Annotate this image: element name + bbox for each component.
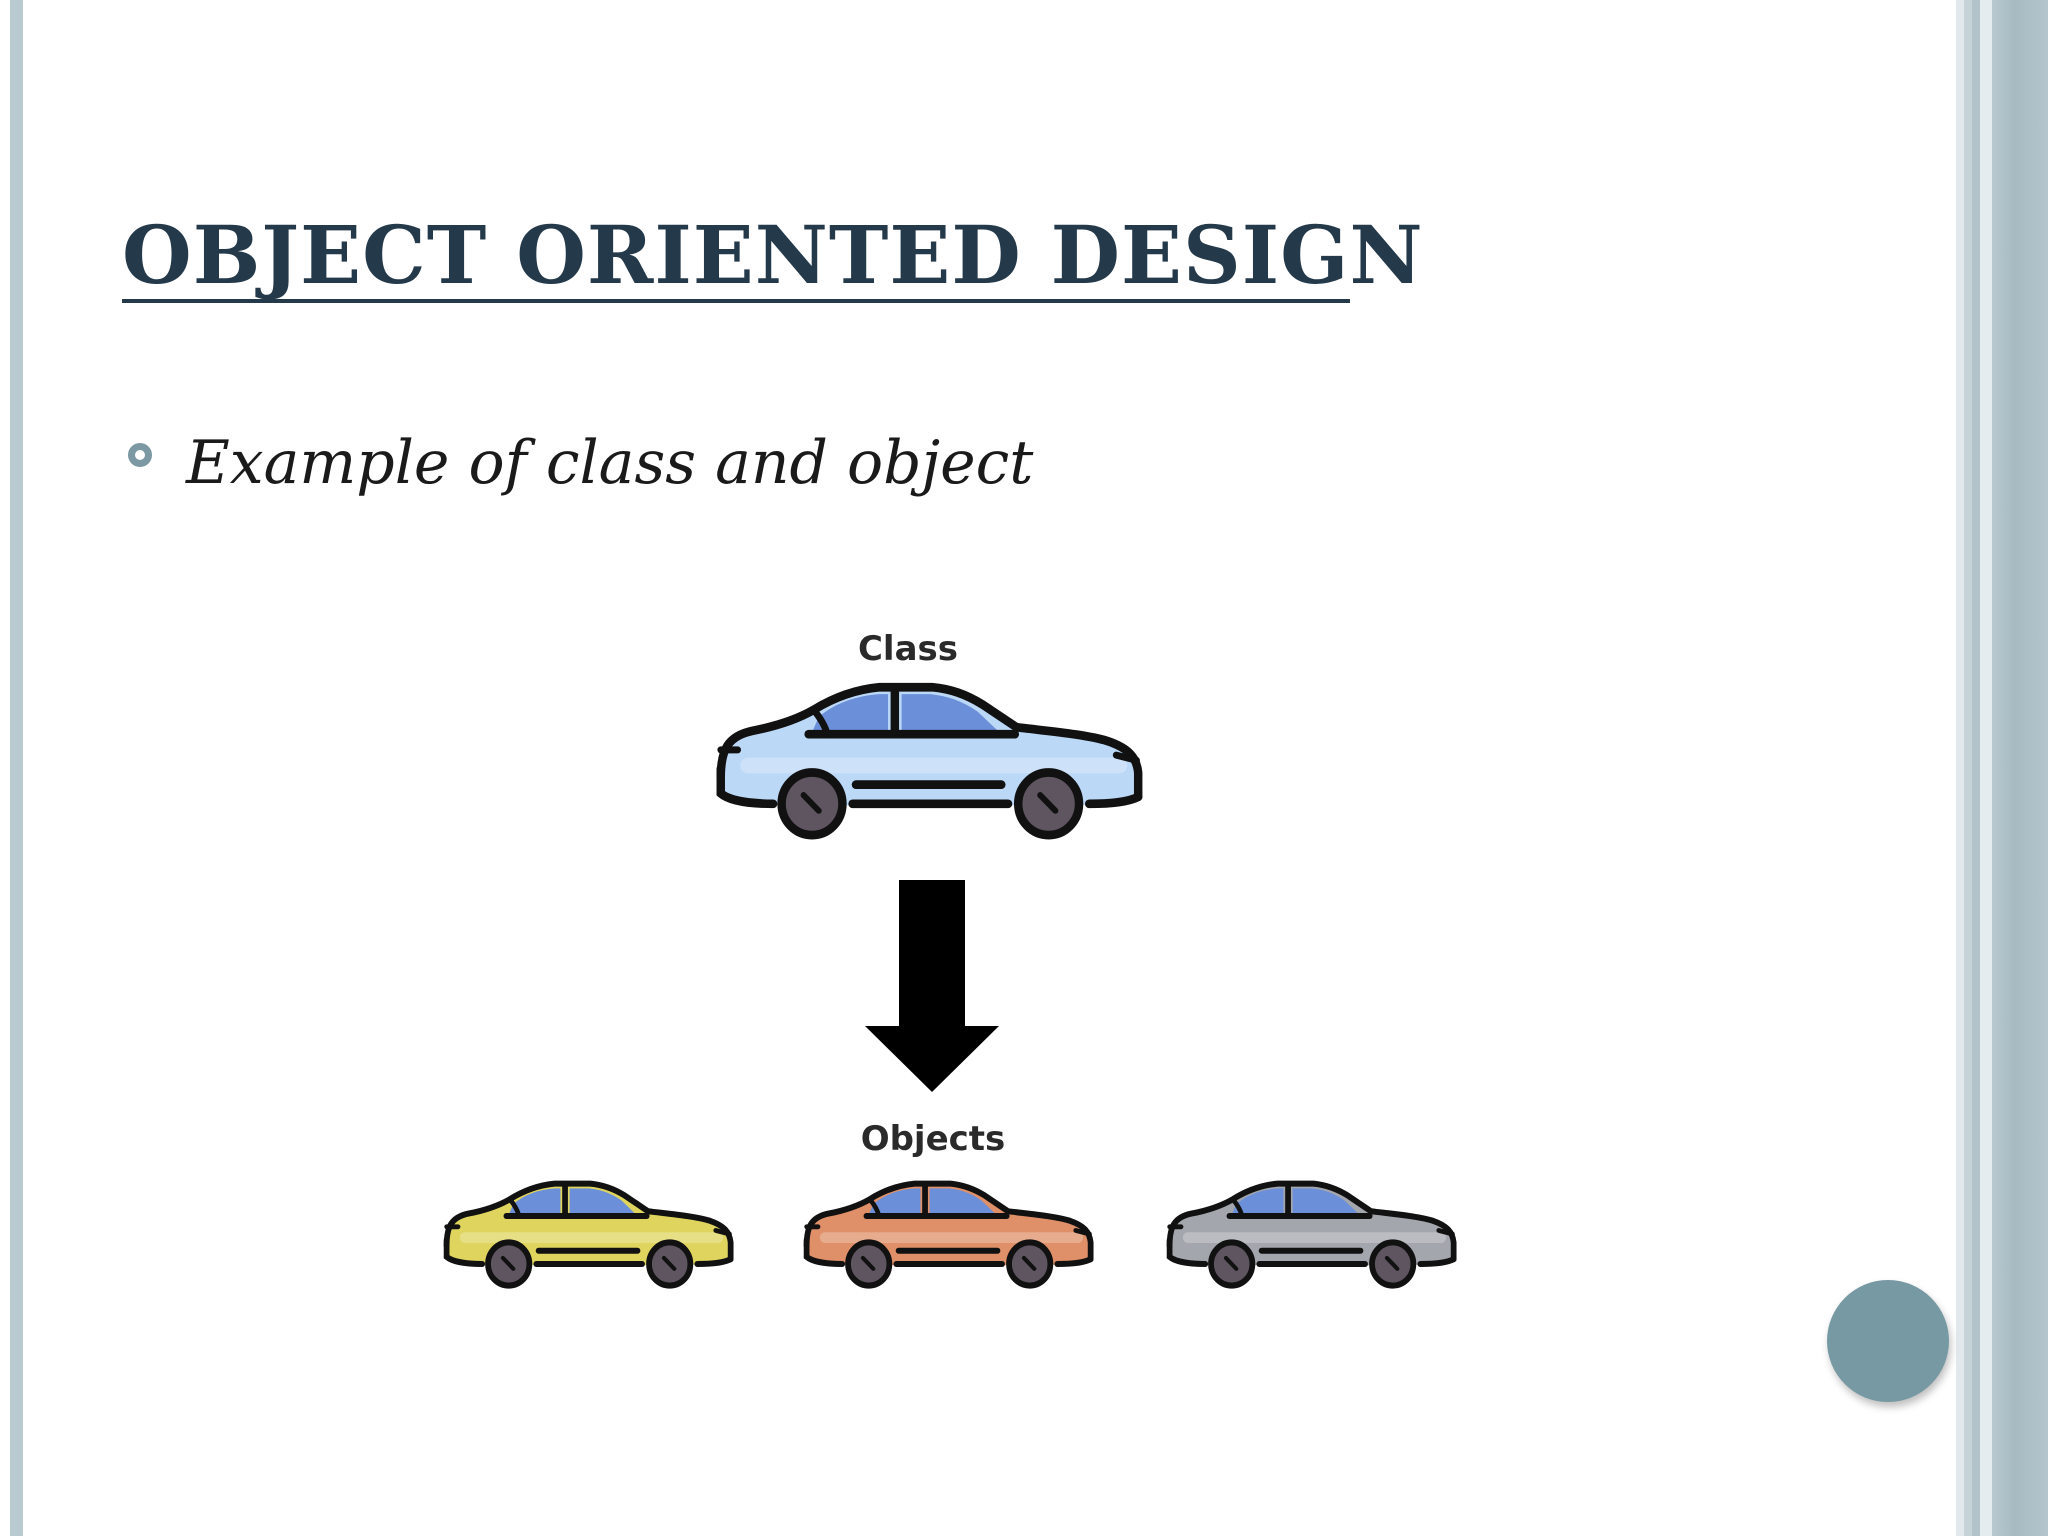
slide-title: OBJECT ORIENTED DESIGN xyxy=(122,208,1424,302)
slide-nav-button[interactable] xyxy=(1827,1280,1949,1402)
object-car-icon xyxy=(447,1184,731,1286)
right-frame-stripe xyxy=(1980,0,1992,1536)
class-label: Class xyxy=(858,629,958,669)
bullet-text: Example of class and object xyxy=(186,428,1034,498)
object-car-icon xyxy=(807,1184,1091,1286)
objects-label: Objects xyxy=(861,1119,1006,1159)
right-frame-stripe xyxy=(1956,0,1964,1536)
left-frame-bar xyxy=(10,0,23,1536)
class-car-icon xyxy=(721,687,1138,835)
bullet-ring-icon xyxy=(128,443,152,467)
arrow-down-icon xyxy=(865,880,999,1092)
title-underline xyxy=(122,299,1350,303)
right-frame-stripe xyxy=(1972,0,1980,1536)
right-frame-stripe xyxy=(1964,0,1972,1536)
object-car-icon xyxy=(1170,1184,1454,1286)
right-frame-stripe xyxy=(1992,0,2048,1536)
